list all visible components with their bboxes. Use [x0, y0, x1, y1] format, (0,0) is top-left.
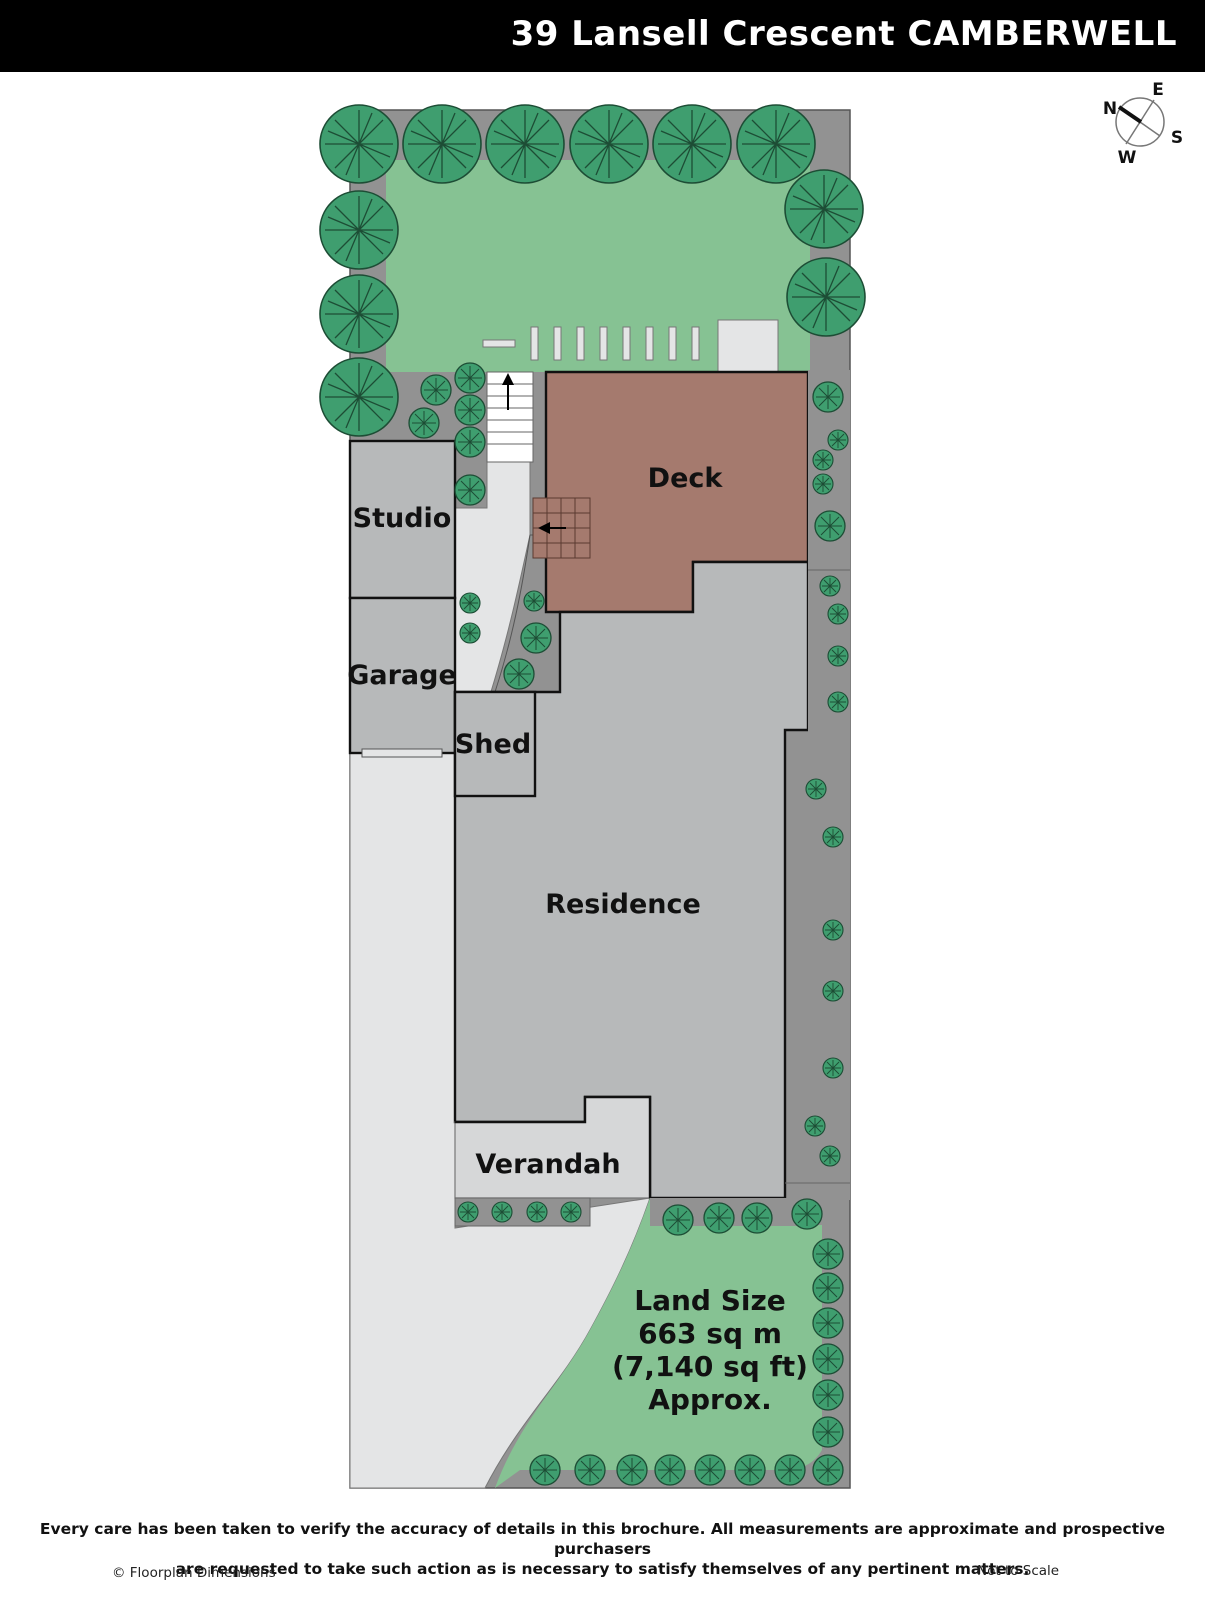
- compass-e: E: [1152, 80, 1164, 100]
- shed: [453, 690, 537, 798]
- compass-s: S: [1171, 128, 1183, 148]
- studio-label: Studio: [353, 503, 452, 534]
- deck-steps: [532, 497, 591, 559]
- compass-w: W: [1118, 148, 1137, 168]
- residence-label: Residence: [545, 889, 701, 920]
- garage: [348, 596, 457, 755]
- garage-door: [361, 748, 443, 758]
- studio: [348, 439, 457, 600]
- disclaimer-line2: are requested to take such action as is …: [175, 1560, 1030, 1578]
- land-size-line2: 663 sq m: [638, 1317, 782, 1350]
- stepping-stones: [482, 326, 700, 361]
- lawn-shed-pad: [717, 319, 779, 373]
- land-size-line4: Approx.: [648, 1383, 772, 1416]
- disclaimer: Every care has been taken to verify the …: [0, 1519, 1205, 1579]
- compass-ring: [1115, 97, 1165, 147]
- compass: N E S W: [1103, 80, 1183, 168]
- front-lawn: [495, 1198, 822, 1488]
- property-address-title: 39 Lansell Crescent CAMBERWELL: [510, 14, 1177, 54]
- deck-label: Deck: [648, 463, 724, 494]
- header-bar: 39 Lansell Crescent CAMBERWELL: [0, 0, 1205, 72]
- verandah-label: Verandah: [475, 1149, 620, 1180]
- disclaimer-line1: Every care has been taken to verify the …: [39, 1520, 1166, 1558]
- land-size-label: Land Size 663 sq m (7,140 sq ft) Approx.: [612, 1284, 808, 1416]
- copyright-note: © Floorplan Dimensions: [112, 1565, 276, 1581]
- land-size-line3: (7,140 sq ft): [612, 1350, 808, 1383]
- garage-label: Garage: [347, 660, 457, 691]
- scale-note: Not to Scale: [977, 1563, 1060, 1579]
- rear-steps: [486, 371, 534, 463]
- shed-label: Shed: [455, 729, 531, 760]
- compass-needle-icon: [1117, 105, 1143, 124]
- compass-n: N: [1103, 99, 1117, 119]
- land-size-line1: Land Size: [634, 1284, 786, 1317]
